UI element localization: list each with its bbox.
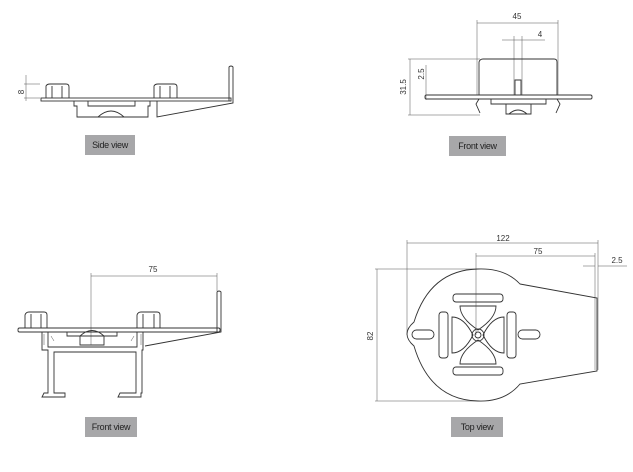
dim-4: 4 (538, 30, 543, 39)
top-view-drawing: 122 75 2.5 82 (366, 234, 627, 402)
front-view-label: Front view (449, 136, 506, 156)
front-view-label-bottom: Front view (85, 417, 137, 437)
dim-2-5: 2.5 (611, 256, 623, 265)
dim-2-5: 2.5 (417, 68, 426, 80)
dim-75: 75 (149, 265, 158, 274)
front-view-bottom-drawing: 75 (17, 265, 222, 398)
dim-122: 122 (496, 234, 510, 243)
dim-45: 45 (513, 12, 522, 21)
dim-8: 8 (17, 89, 26, 94)
top-view-label: Top view (451, 417, 503, 437)
dim-75: 75 (534, 247, 543, 256)
dim-82: 82 (366, 331, 375, 340)
front-view-top-drawing: 45 4 31.5 2.5 (399, 12, 593, 116)
dim-31-5: 31.5 (399, 79, 408, 95)
side-view-label: Side view (85, 135, 135, 155)
side-view-drawing: 8 (17, 65, 234, 118)
